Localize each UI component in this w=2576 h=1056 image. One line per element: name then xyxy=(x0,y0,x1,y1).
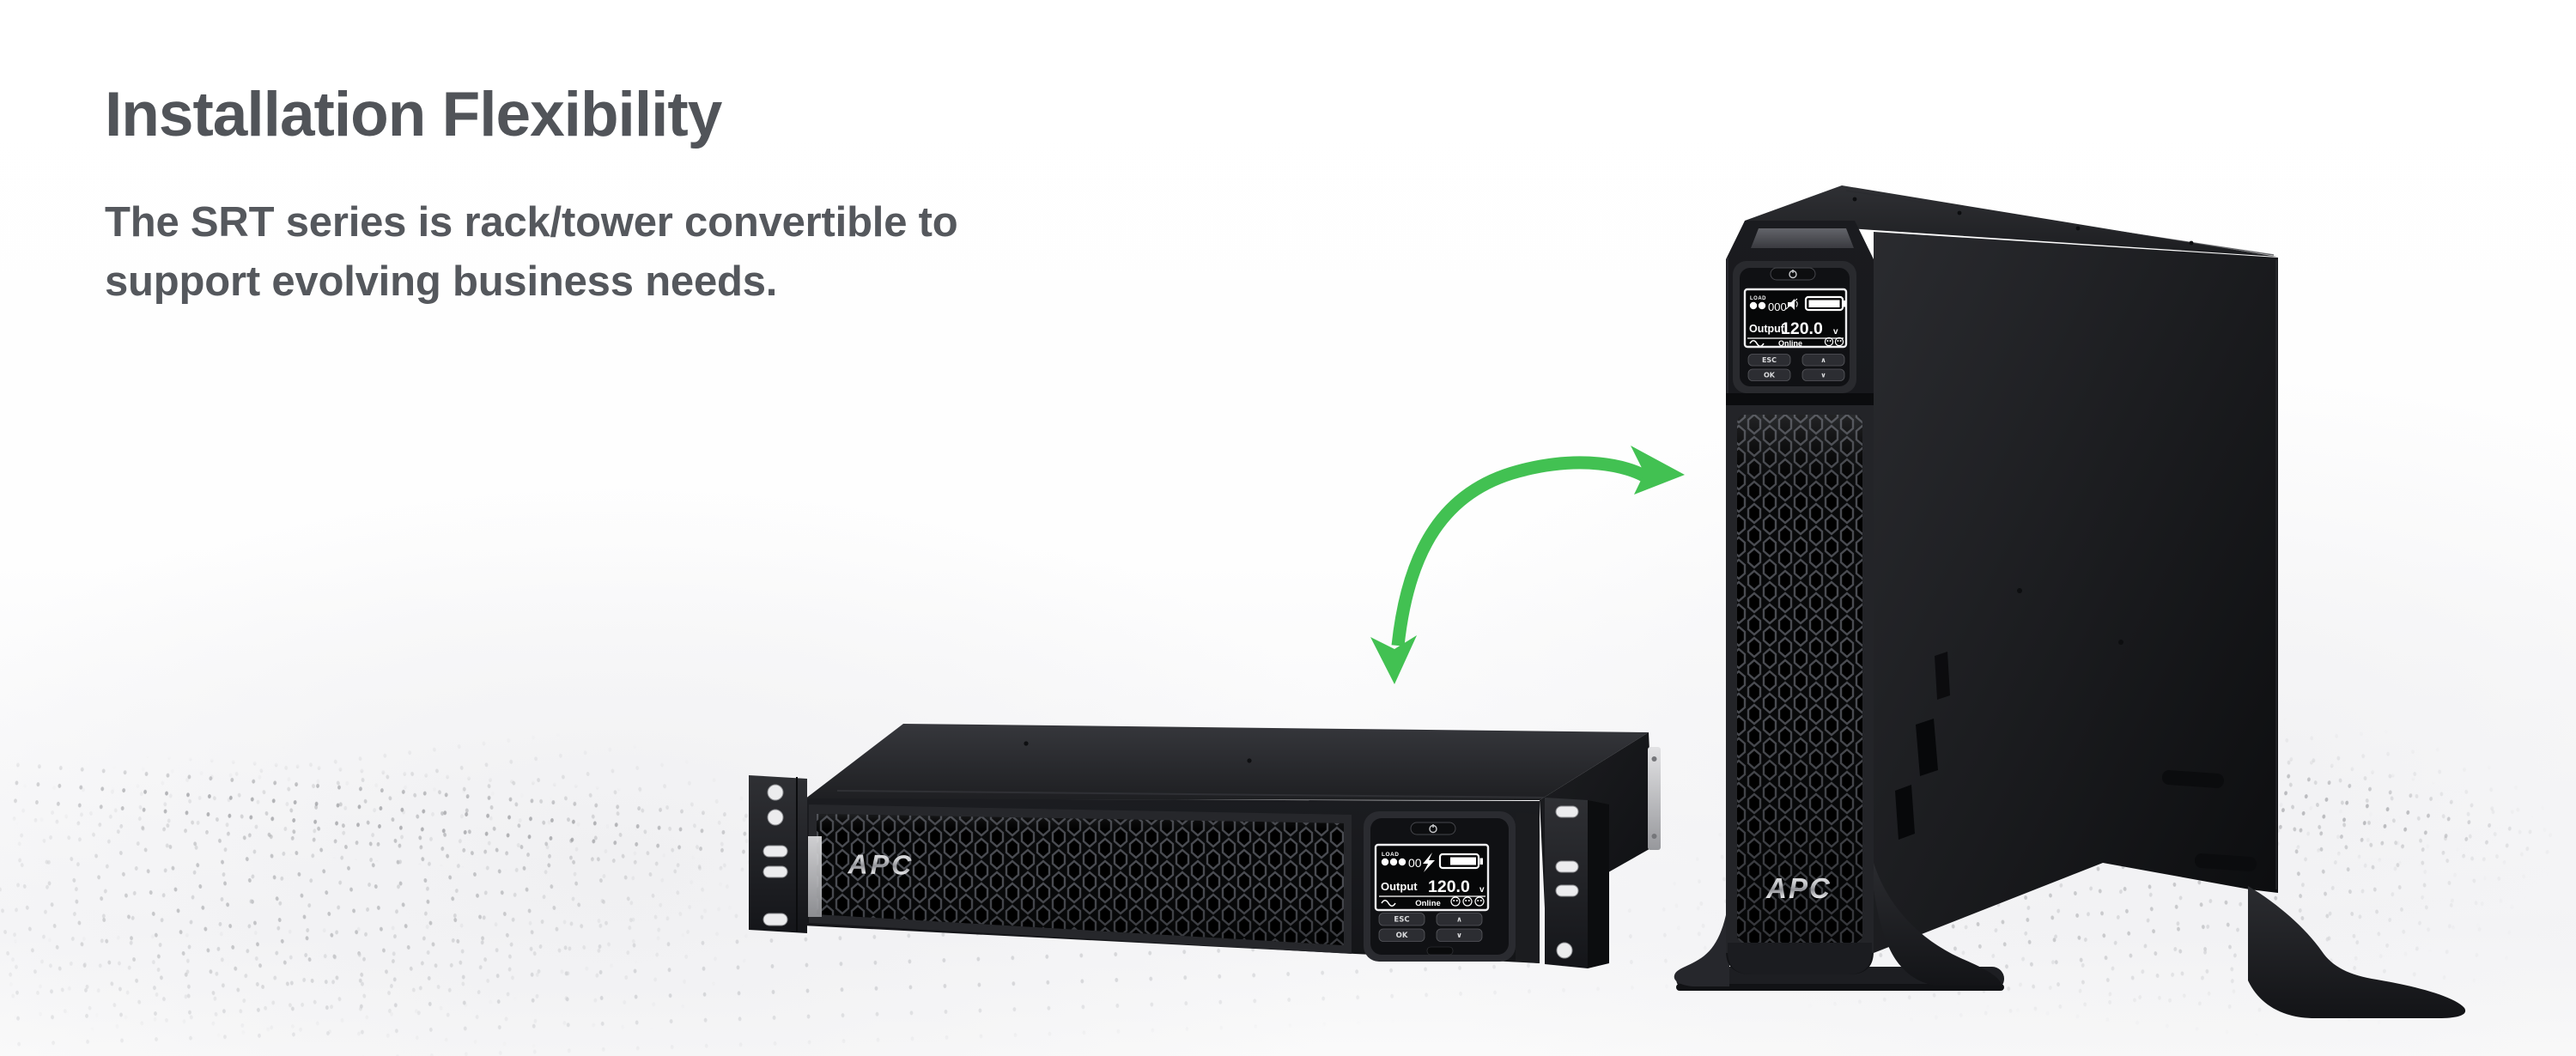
up-button-label: ∧ xyxy=(1820,356,1826,364)
load-meter-icon xyxy=(1749,301,1766,310)
rack-apc-logo: APC xyxy=(847,848,914,880)
rack-status: Online xyxy=(1415,899,1441,908)
ok-button xyxy=(1747,368,1791,381)
subtitle: The SRT series is rack/tower convertible… xyxy=(105,193,958,311)
tower-handle-slot xyxy=(1751,228,1854,248)
ok-button-label: OK xyxy=(1764,372,1776,379)
battery-icon xyxy=(1438,853,1483,870)
tower-buttons: ESC ∧ OK ∨ xyxy=(1747,354,1845,381)
down-button xyxy=(1801,368,1845,381)
rack-output-value: 120.0 xyxy=(1428,877,1470,896)
tower-rear-foot xyxy=(2248,886,2466,1018)
tower-lcd: LOAD 000 Output xyxy=(1743,288,1848,349)
tower-load-zeros: 000 xyxy=(1768,300,1787,313)
esc-button-label: ESC xyxy=(1762,356,1777,364)
tower-top-face xyxy=(1745,185,2277,257)
ok-button-label: OK xyxy=(1396,932,1408,940)
tower-display-module: LOAD 000 Output xyxy=(1733,261,1856,393)
copy-block: Installation Flexibility The SRT series … xyxy=(105,79,958,311)
tower-ups: LOAD 000 Output xyxy=(1674,185,2466,1018)
esc-button-label: ESC xyxy=(1394,916,1409,925)
up-button xyxy=(1801,354,1845,367)
mute-speaker-icon xyxy=(1785,298,1798,310)
load-meter-icon xyxy=(1381,858,1406,866)
subtitle-line-2: support evolving business needs. xyxy=(105,258,778,305)
tower-output-unit: v xyxy=(1833,327,1838,337)
rack-ear-right xyxy=(1545,798,1609,968)
down-button-label: ∨ xyxy=(1820,372,1826,379)
rack-load-label: LOAD xyxy=(1382,852,1399,858)
battery-icon xyxy=(1804,295,1846,312)
tower-load-label: LOAD xyxy=(1750,296,1766,301)
tower-side-face xyxy=(1874,232,2278,953)
tower-apc-logo: APC xyxy=(1765,872,1832,904)
rack-ups: APC LOAD 00 xyxy=(749,724,1661,968)
rack-output-unit: v xyxy=(1479,885,1485,895)
outlet-icons xyxy=(1824,337,1844,347)
rack-power-button xyxy=(1410,822,1456,835)
up-button-label: ∧ xyxy=(1456,916,1462,925)
convert-arrow-icon xyxy=(1370,446,1685,684)
rack-load-zeros: 00 xyxy=(1408,856,1422,870)
tower-power-button xyxy=(1770,267,1816,281)
page-title: Installation Flexibility xyxy=(105,80,722,149)
sine-wave-icon xyxy=(1749,339,1765,348)
esc-button xyxy=(1747,354,1791,367)
tower-output-label: Output xyxy=(1749,323,1785,335)
rack-display-module: LOAD 00 Output 120.0 v xyxy=(1364,811,1516,962)
rack-output-label: Output xyxy=(1381,880,1418,893)
tower-status: Online xyxy=(1778,339,1802,348)
subtitle-line-1: The SRT series is rack/tower convertible… xyxy=(105,199,958,246)
down-button-label: ∨ xyxy=(1456,932,1462,940)
rack-lcd: LOAD 00 Output 120.0 v xyxy=(1374,843,1490,912)
tower-output-value: 120.0 xyxy=(1781,319,1823,338)
rack-top-face xyxy=(805,724,1649,800)
tower-grille-mesh xyxy=(1737,415,1862,944)
